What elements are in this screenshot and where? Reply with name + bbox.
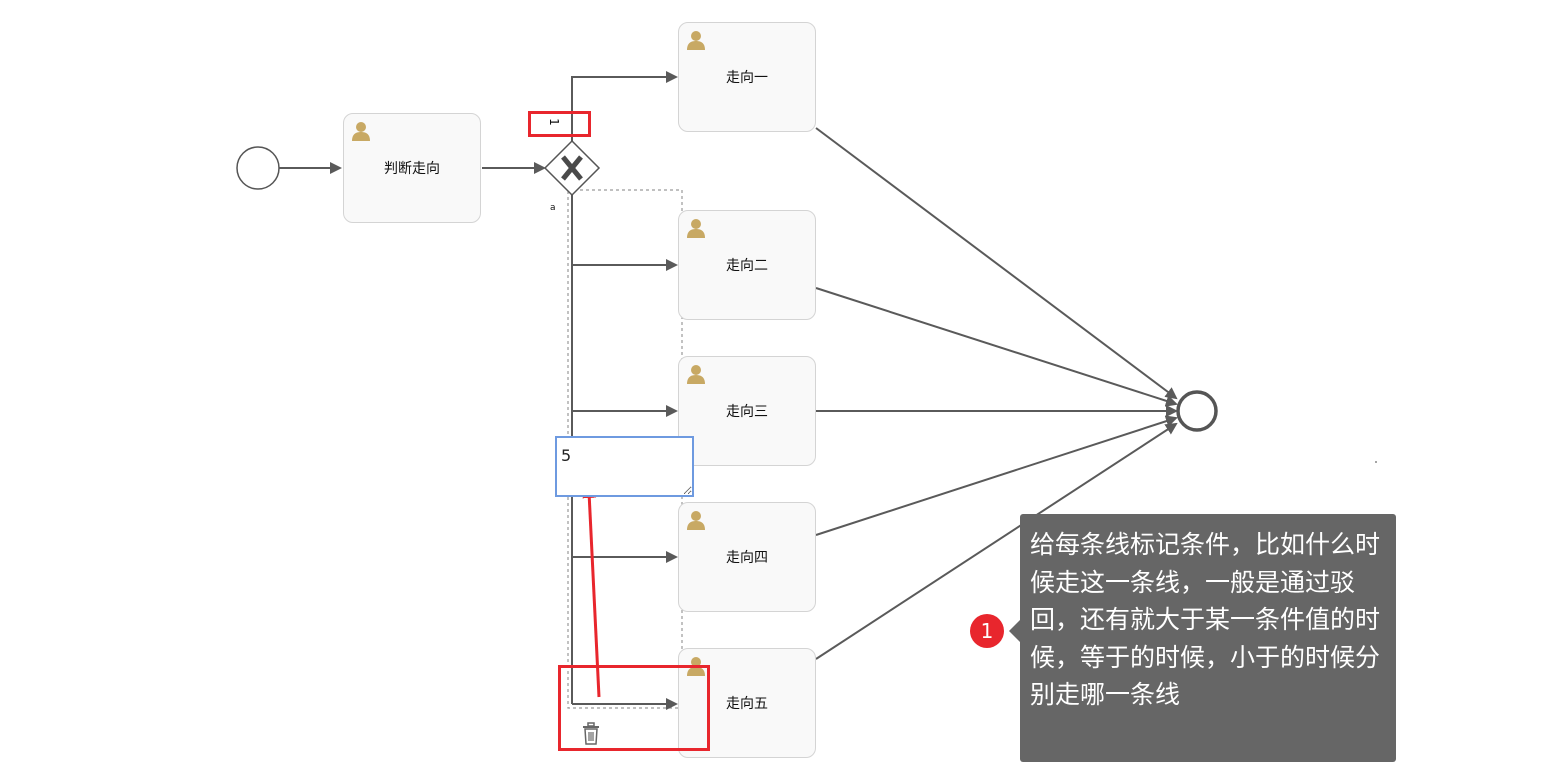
annotation-arrow <box>582 486 601 698</box>
flow-gateway-to-t1[interactable] <box>571 71 678 142</box>
highlight-trash-box <box>558 665 710 751</box>
task-direction-2[interactable]: 走向二 <box>678 210 816 320</box>
exclusive-gateway[interactable] <box>543 139 601 197</box>
annotation-badge: 1 <box>970 614 1004 648</box>
task-label: 走向二 <box>726 258 768 274</box>
user-icon <box>687 511 705 530</box>
task-label: 走向一 <box>726 70 768 86</box>
user-icon <box>687 219 705 238</box>
task-direction-3[interactable]: 走向三 <box>678 356 816 466</box>
end-event[interactable] <box>1176 390 1218 432</box>
task-label: 走向四 <box>726 550 768 566</box>
task-label: 走向五 <box>726 696 768 712</box>
user-icon <box>687 365 705 384</box>
trash-icon[interactable] <box>580 722 602 746</box>
canvas-dot <box>1375 461 1377 463</box>
task-direction-4[interactable]: 走向四 <box>678 502 816 612</box>
user-icon <box>687 657 705 676</box>
edge-condition-label-2[interactable]: a <box>550 203 556 213</box>
task-label: 走向三 <box>726 404 768 420</box>
flow-t2-to-end[interactable] <box>815 287 1178 407</box>
task-label: 判断走向 <box>384 161 440 177</box>
flow-t4-to-end[interactable] <box>815 415 1178 536</box>
start-event[interactable] <box>236 146 280 190</box>
flow-t1-to-end[interactable] <box>815 127 1178 400</box>
annotation-text: 给每条线标记条件，比如什么时候走这一条线，一般是通过驳回，还有就大于某一条件值的… <box>1030 530 1381 709</box>
highlight-label-box <box>528 111 591 137</box>
task-direction-1[interactable]: 走向一 <box>678 22 816 132</box>
gateway-x-icon <box>561 155 583 181</box>
task-judge-direction[interactable]: 判断走向 <box>343 113 481 223</box>
user-icon <box>687 31 705 50</box>
annotation-tooltip: 给每条线标记条件，比如什么时候走这一条线，一般是通过驳回，还有就大于某一条件值的… <box>1009 514 1396 762</box>
flow-t5-to-end[interactable] <box>815 422 1178 660</box>
user-icon <box>352 122 370 141</box>
condition-label-input[interactable] <box>555 436 694 497</box>
